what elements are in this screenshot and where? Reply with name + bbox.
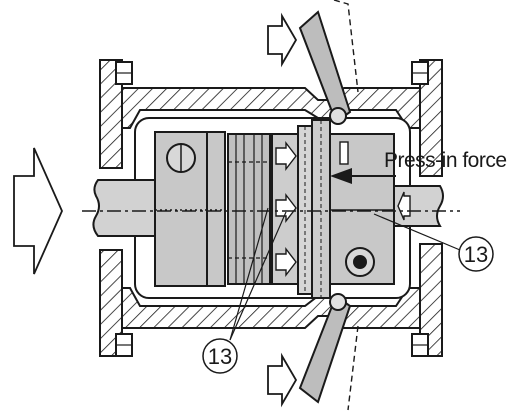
- small-arrow-icon: [275, 192, 297, 224]
- callout-number-right: 13: [464, 242, 488, 267]
- left-clamp-hub: [154, 131, 226, 287]
- callout-13-bottom: 13: [202, 207, 287, 374]
- press-tool-top: [298, 0, 359, 125]
- joint-left-half: [271, 133, 299, 285]
- bellows-element: [227, 133, 271, 285]
- press-tool-bottom: [298, 293, 359, 411]
- right-shaft: [393, 185, 444, 227]
- small-arrow-icon: [275, 140, 297, 172]
- small-arrow-icon: [275, 246, 297, 278]
- housing-left-flange: [99, 59, 123, 169]
- bottom-force-arrow-icon: [267, 352, 298, 408]
- small-arrow-icon: [397, 191, 411, 221]
- press-ring: [297, 119, 331, 299]
- callout-13-right: 13: [373, 213, 494, 272]
- callout-number-bottom: 13: [208, 344, 232, 369]
- housing-right-flange: [419, 59, 443, 177]
- left-shaft: [92, 179, 161, 237]
- press-in-force-label: Press-in force: [384, 149, 507, 172]
- top-force-arrow-icon: [267, 12, 298, 68]
- large-force-arrow-icon: [13, 147, 63, 275]
- press-in-force-arrow: [330, 168, 396, 184]
